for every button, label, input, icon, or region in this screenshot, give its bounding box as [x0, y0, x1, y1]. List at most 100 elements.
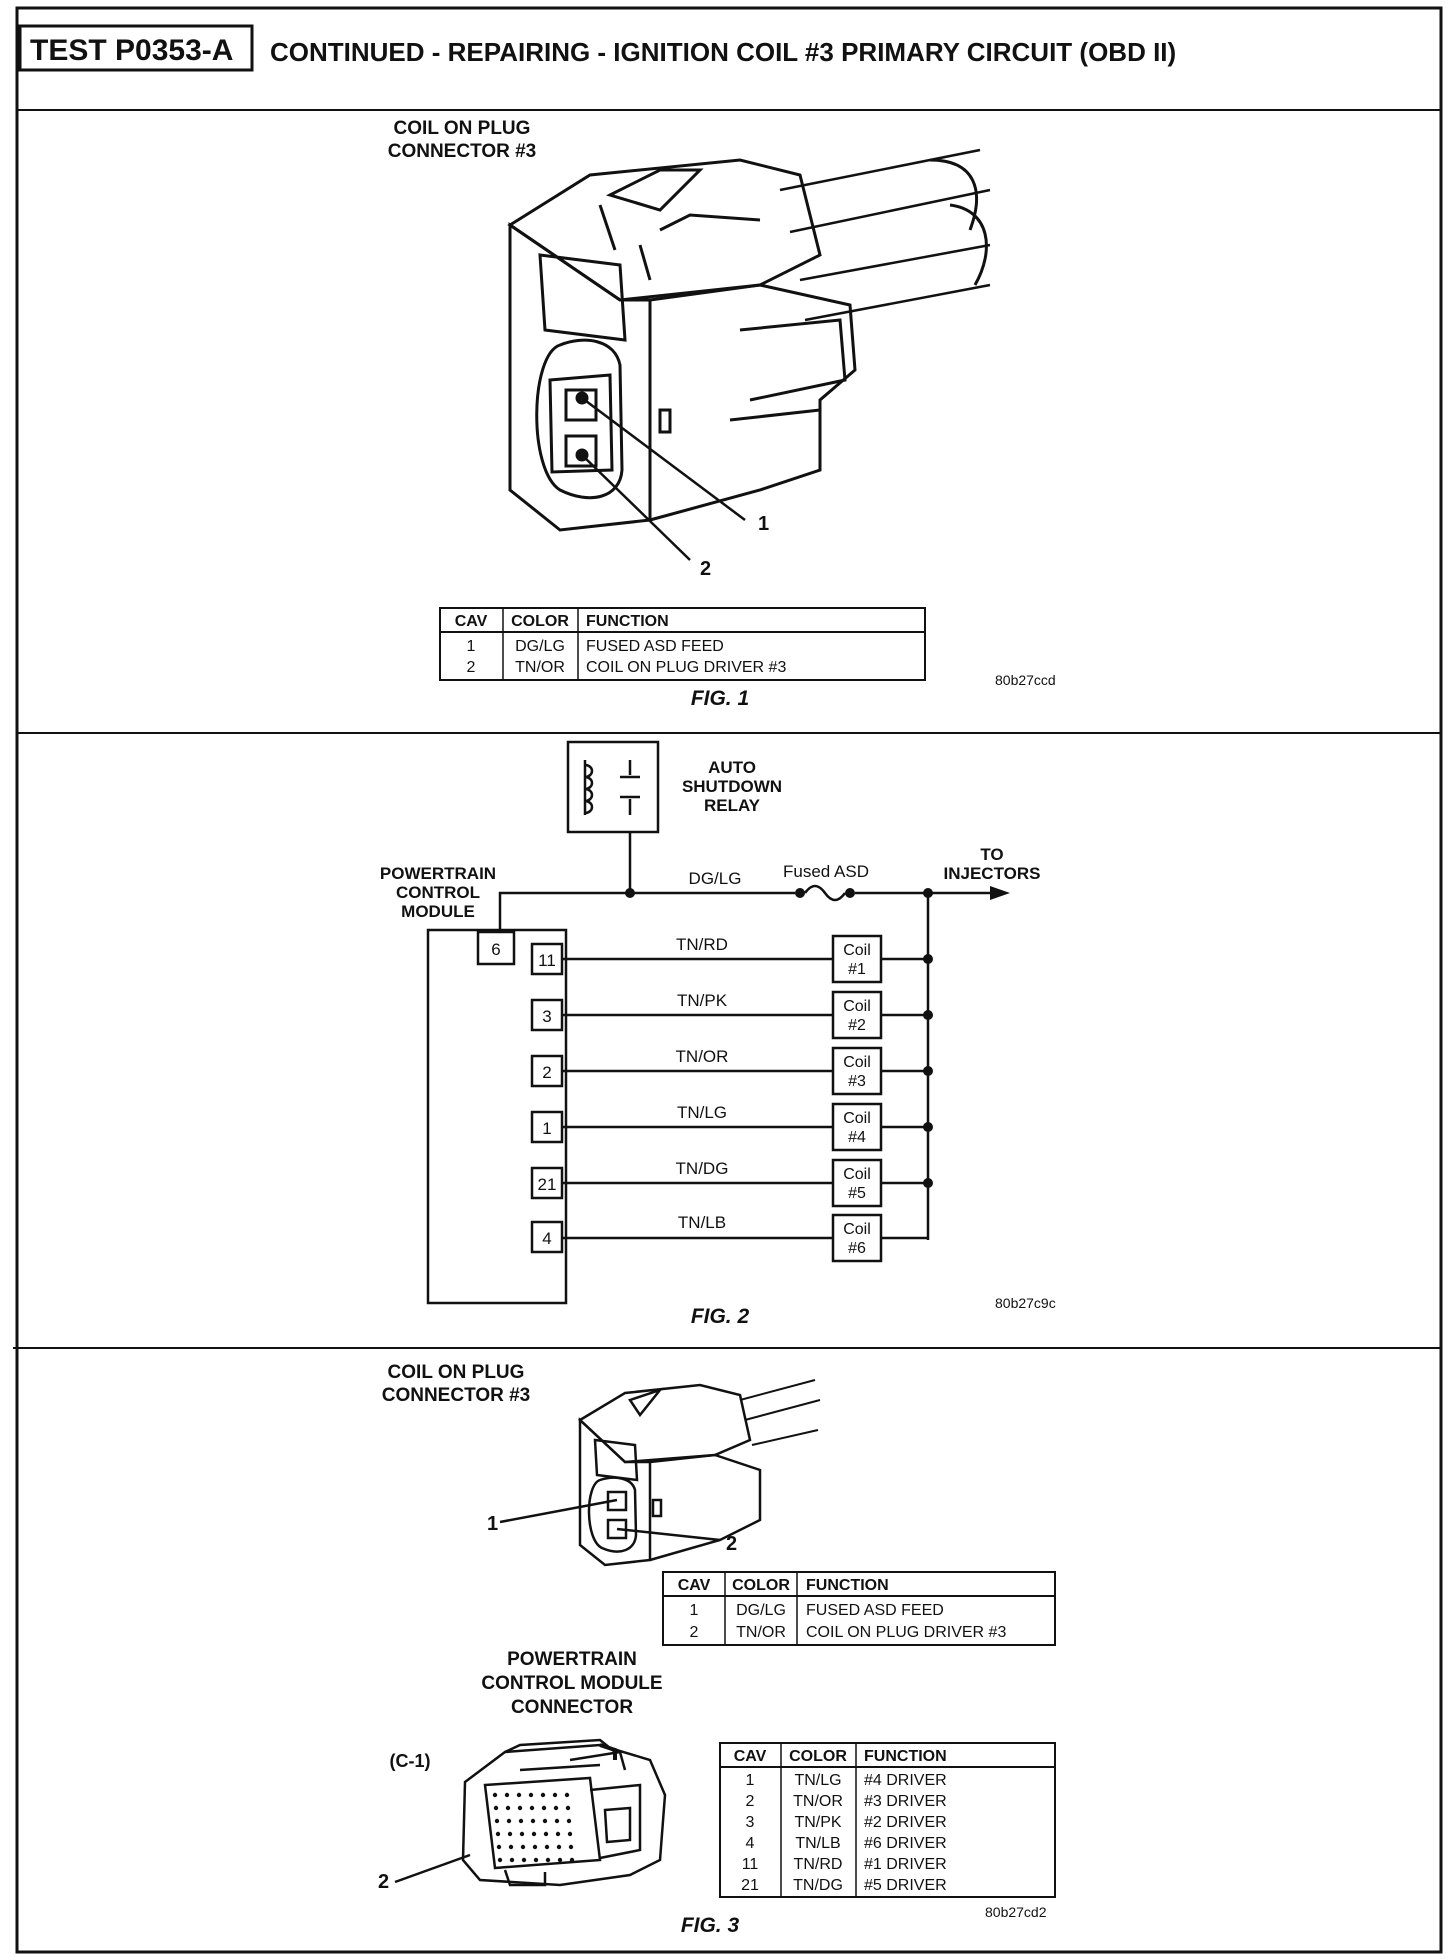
coil-label: Coil — [843, 942, 871, 959]
fig2-code: 80b27c9c — [995, 1295, 1056, 1311]
coil-label: Coil — [843, 1166, 871, 1183]
test-id-box — [18, 24, 254, 72]
fig3-coil-th: COLOR — [732, 1577, 790, 1594]
fig1-th-color: COLOR — [511, 613, 569, 630]
fuse-terminal — [795, 888, 805, 898]
fig1-cell: COIL ON PLUG DRIVER #3 — [586, 659, 786, 676]
wire-color: TN/PK — [677, 991, 728, 1010]
fig1-code: 80b27ccd — [995, 672, 1056, 688]
fig3-coil-table: CAV COLOR FUNCTION 1 DG/LG FUSED ASD FEE… — [662, 1571, 1056, 1646]
wire-color: TN/DG — [676, 1159, 729, 1178]
fig3-coil-cell: 2 — [690, 1624, 699, 1641]
fig1-callout-line-2 — [581, 454, 691, 561]
circuit-row-6: 4 TN/LB Coil #6 — [530, 1213, 928, 1263]
relay-label-3: RELAY — [704, 796, 761, 815]
fig3-coil-th: FUNCTION — [806, 1577, 889, 1594]
fig3-callout-1: 1 — [487, 1513, 498, 1535]
wire-color: TN/OR — [676, 1047, 729, 1066]
page-frame — [15, 6, 1443, 1954]
coil-number: #1 — [848, 961, 866, 978]
fig3-pcm-label-2: CONTROL MODULE — [481, 1673, 662, 1694]
to-label-2: INJECTORS — [944, 864, 1041, 883]
fig3-pcm-cell: TN/LB — [795, 1835, 840, 1852]
fig3-coil-cell: COIL ON PLUG DRIVER #3 — [806, 1624, 1006, 1641]
pcm-pin-6-label: 6 — [491, 940, 500, 959]
fig2-panel: AUTO SHUTDOWN RELAY POWERTRAIN CONTROL M… — [13, 740, 1441, 1349]
pcm-pin: 11 — [538, 951, 556, 970]
coil-number: #2 — [848, 1017, 866, 1034]
wire-color: TN/LG — [677, 1103, 727, 1122]
fig3-pcm-cell: #5 DRIVER — [864, 1877, 947, 1894]
fig1-connector-label-2: CONNECTOR #3 — [388, 141, 537, 162]
fig3-coil-cell: TN/OR — [736, 1624, 786, 1641]
fig2-caption: FIG. 2 — [691, 1305, 750, 1328]
fig3-pcm-label-3: CONNECTOR — [511, 1697, 633, 1718]
fig3-pcm-cell: 3 — [746, 1814, 755, 1831]
coil-label: Coil — [843, 1054, 871, 1071]
coil-number: #4 — [848, 1129, 866, 1146]
fig1-callout-1: 1 — [758, 513, 769, 535]
pcm-callout: 2 — [378, 1871, 389, 1893]
coil-connector-drawing-large — [507, 148, 991, 532]
asd-relay-symbol — [566, 740, 660, 893]
fig1-cell: DG/LG — [515, 638, 565, 655]
wire-color: TN/LB — [678, 1213, 726, 1232]
relay-label-1: AUTO — [708, 758, 756, 777]
fig1-th-function: FUNCTION — [586, 613, 669, 630]
coil-number: #5 — [848, 1185, 866, 1202]
fig3-pcm-cell: 2 — [746, 1793, 755, 1810]
fig3-coil-cell: FUSED ASD FEED — [806, 1602, 944, 1619]
fig3-pcm-cell: #2 DRIVER — [864, 1814, 947, 1831]
fuse-label: Fused ASD — [783, 862, 869, 881]
fig3-pcm-table: CAV COLOR FUNCTION 1 TN/LG #4 DRIVER 2 T… — [719, 1742, 1056, 1898]
header: TEST P0353-A CONTINUED - REPAIRING - IGN… — [17, 24, 1441, 111]
pcm-label-1: POWERTRAIN — [380, 864, 496, 883]
fig1-callout-line-1 — [581, 396, 746, 522]
fig1-cell: FUSED ASD FEED — [586, 638, 724, 655]
fig3-callout-line-2 — [616, 1527, 721, 1542]
fig3-pcm-th: COLOR — [789, 1748, 847, 1765]
pcm-pin: 4 — [542, 1229, 551, 1248]
coil-label: Coil — [843, 998, 871, 1015]
fig3-callout-2: 2 — [726, 1533, 737, 1555]
fig3-panel: COIL ON PLUG CONNECTOR #3 1 2 CAV COLOR — [378, 1362, 1056, 1937]
fig3-pcm-cell: TN/LG — [794, 1772, 841, 1789]
fig3-pcm-cell: #6 DRIVER — [864, 1835, 947, 1852]
splice-dot — [625, 888, 635, 898]
fig3-pcm-cell: 11 — [742, 1856, 759, 1873]
coil-number: #6 — [848, 1240, 866, 1257]
fig1-cell: TN/OR — [515, 659, 565, 676]
coil-number: #3 — [848, 1073, 866, 1090]
circuit-row-2: 3 TN/PK Coil #2 — [530, 990, 933, 1040]
pcm-pin: 21 — [538, 1175, 557, 1194]
fig3-coil-cell: DG/LG — [736, 1602, 786, 1619]
fig3-code: 80b27cd2 — [985, 1904, 1047, 1920]
pcm-label-2: CONTROL — [396, 883, 480, 902]
fig1-cell: 1 — [467, 638, 476, 655]
circuit-row-1: 11 TN/RD Coil #1 — [530, 934, 933, 984]
fuse-terminal — [845, 888, 855, 898]
pcm-pin: 2 — [542, 1063, 551, 1082]
fig3-pcm-th: CAV — [734, 1748, 767, 1765]
coil-label: Coil — [843, 1110, 871, 1127]
fig3-connector-label-1: COIL ON PLUG — [388, 1362, 525, 1383]
pcm-pin-6 — [476, 930, 516, 966]
coil-connector-drawing-small — [577, 1379, 821, 1567]
pcm-pin: 1 — [542, 1119, 551, 1138]
fig3-pcm-cell: TN/OR — [793, 1793, 843, 1810]
fig3-coil-cell: 1 — [690, 1602, 699, 1619]
feed-wire-label: DG/LG — [689, 869, 742, 888]
to-label-1: TO — [980, 845, 1003, 864]
fig3-connector-label-2: CONNECTOR #3 — [382, 1385, 531, 1406]
fig3-pcm-cell: 1 — [746, 1772, 755, 1789]
coil-label: Coil — [843, 1221, 871, 1238]
circuit-row-4: 1 TN/LG Coil #4 — [530, 1102, 933, 1152]
fig1-panel: COIL ON PLUG CONNECTOR #3 — [17, 118, 1441, 734]
fig1-connector-label-1: COIL ON PLUG — [394, 118, 531, 139]
fig3-pcm-cell: #3 DRIVER — [864, 1793, 947, 1810]
relay-label-2: SHUTDOWN — [682, 777, 782, 796]
test-id: TEST P0353-A — [30, 34, 233, 67]
wire-color: TN/RD — [676, 935, 728, 954]
fig3-callout-line-1 — [499, 1498, 618, 1524]
